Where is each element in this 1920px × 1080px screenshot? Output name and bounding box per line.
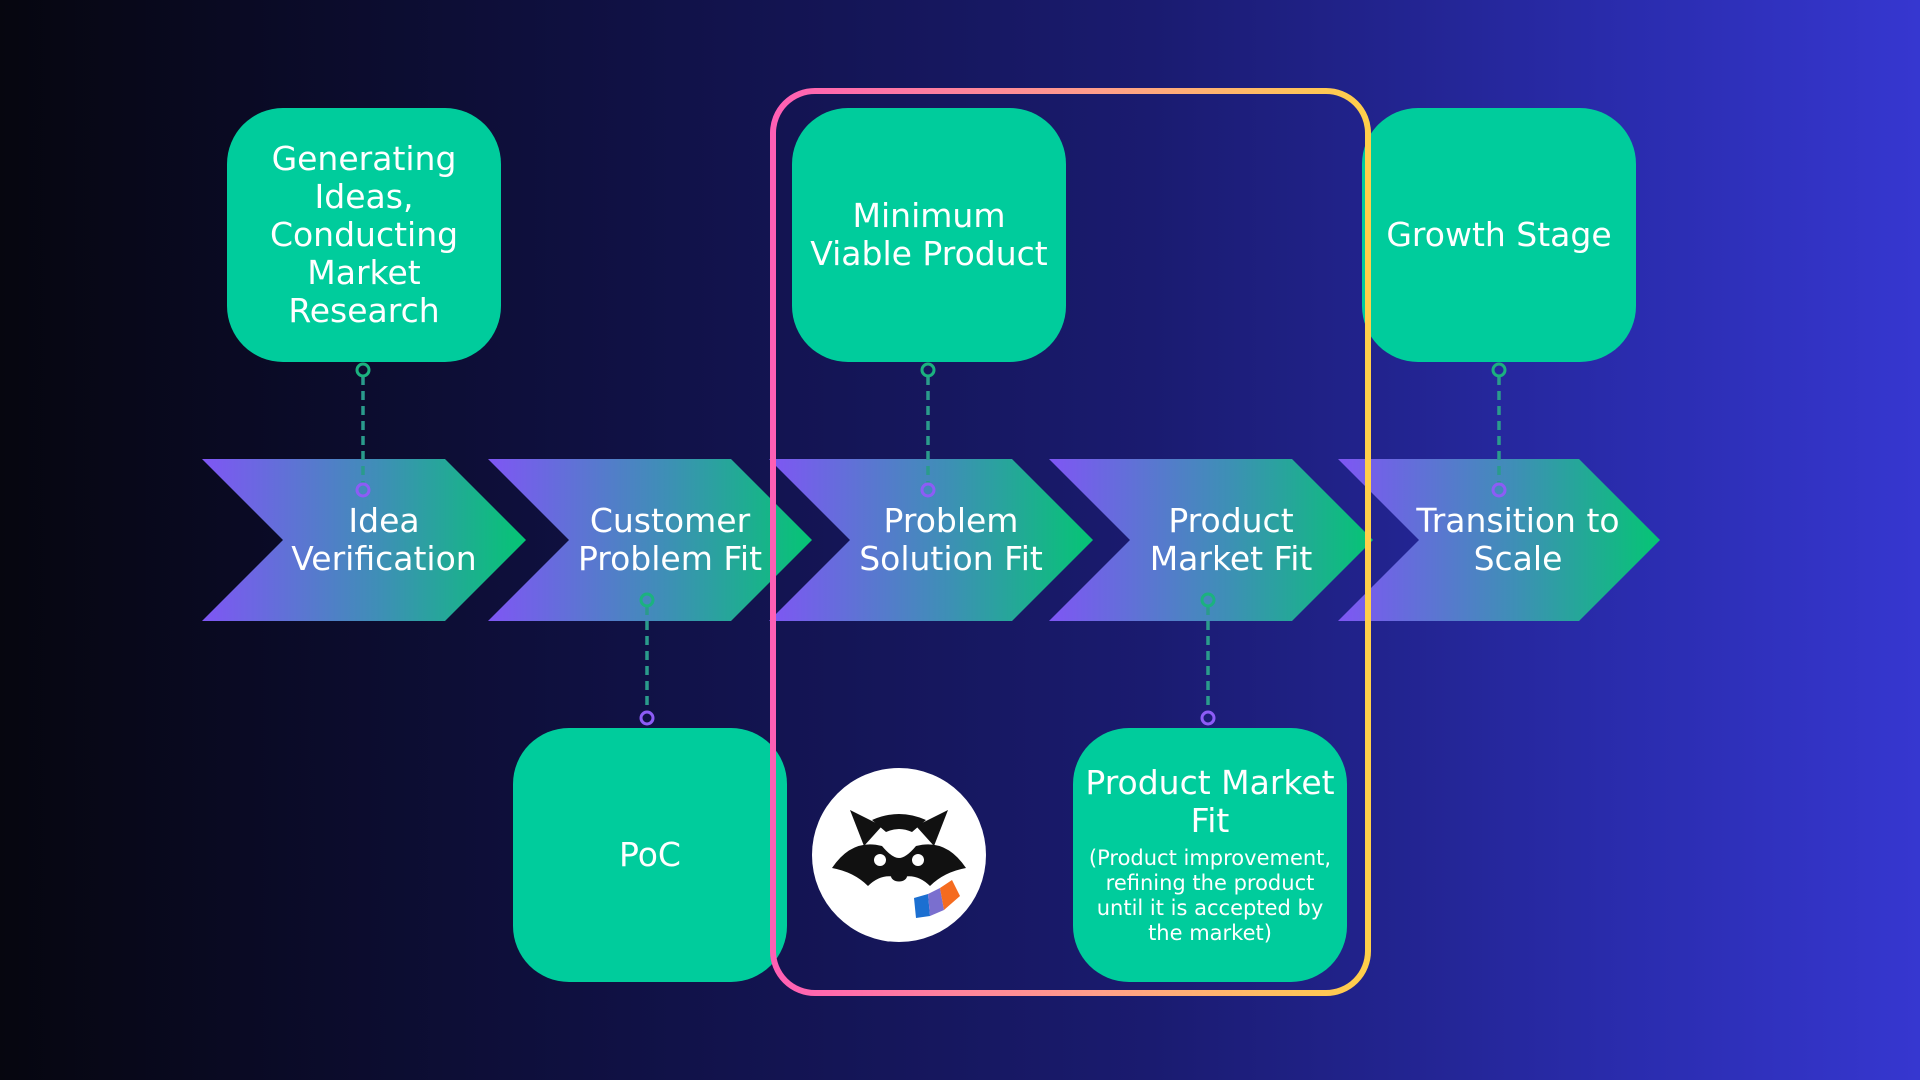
stage-label-product-market-fit: Product Market Fit bbox=[1149, 501, 1313, 578]
connector-growth-stage bbox=[1491, 362, 1507, 498]
stage-label-transition-to-scale: Transition to Scale bbox=[1416, 501, 1620, 578]
box-product-market-fit: Product Market Fit (Product improvement,… bbox=[1073, 728, 1347, 982]
stage-label-problem-solution-fit: Problem Solution Fit bbox=[859, 501, 1043, 578]
chevron-customer-problem-fit bbox=[488, 459, 812, 621]
box-product-market-fit-label: Product Market Fit bbox=[1085, 763, 1335, 840]
chevron-transition-to-scale bbox=[1338, 459, 1660, 621]
box-generating-ideas: Generating Ideas, Conducting Market Rese… bbox=[227, 108, 501, 362]
chevron-idea-verification bbox=[202, 459, 526, 621]
box-poc-label: PoC bbox=[619, 835, 681, 874]
raccoon-icon bbox=[812, 768, 986, 942]
box-poc: PoC bbox=[513, 728, 787, 982]
box-minimum-viable-product: Minimum Viable Product bbox=[792, 108, 1066, 362]
stage-label-customer-problem-fit: Customer Problem Fit bbox=[577, 501, 763, 578]
box-minimum-viable-product-label: Minimum Viable Product bbox=[810, 196, 1048, 273]
connector-poc bbox=[639, 592, 655, 726]
box-generating-ideas-label: Generating Ideas, Conducting Market Rese… bbox=[269, 139, 459, 330]
connector-idea-verification bbox=[355, 362, 371, 498]
box-product-market-fit-detail: (Product improvement, refining the produ… bbox=[1088, 846, 1332, 945]
box-growth-stage: Growth Stage bbox=[1362, 108, 1636, 362]
stage-label-idea-verification: Idea Verification bbox=[291, 501, 477, 578]
box-growth-stage-label: Growth Stage bbox=[1386, 215, 1612, 254]
